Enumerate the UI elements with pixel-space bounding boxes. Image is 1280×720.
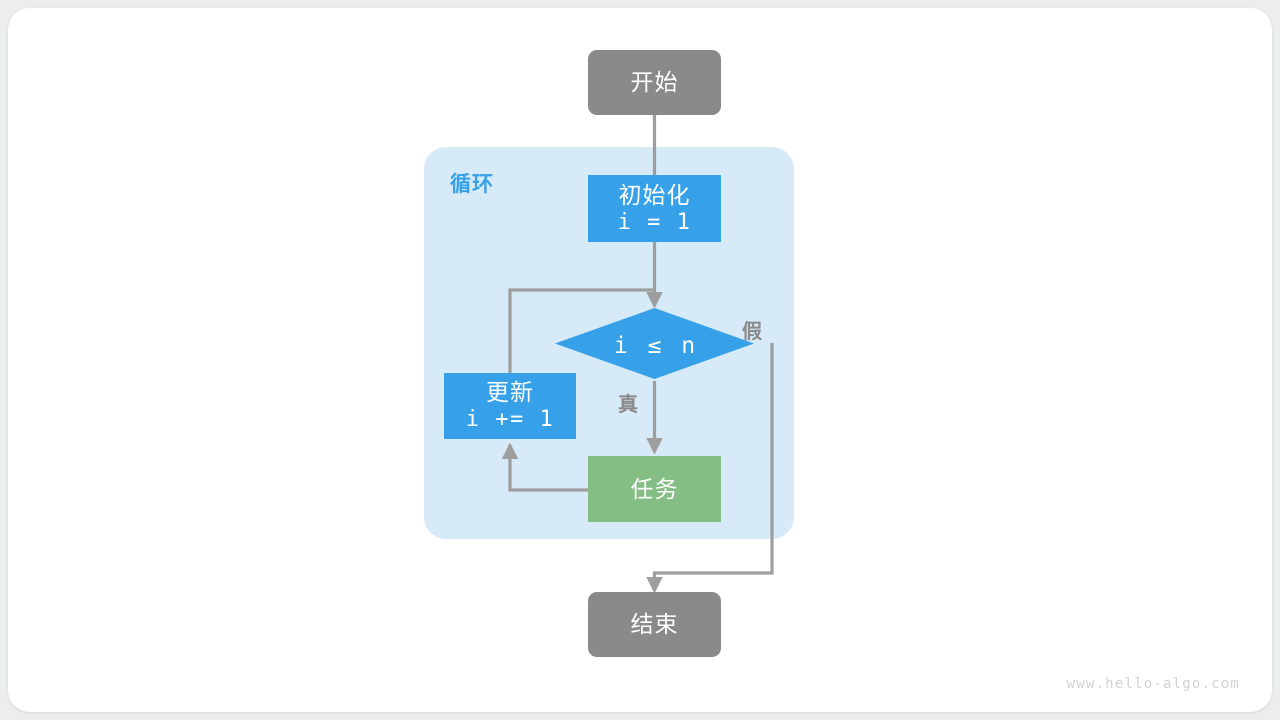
loop-group-label: 循环 [450, 173, 494, 196]
edge-update-to-condition [508, 288, 655, 373]
node-update[interactable]: 更新 i += 1 [444, 373, 576, 439]
edge-task-to-update [501, 442, 588, 492]
node-update-code: i += 1 [465, 407, 555, 433]
node-start-label: 开始 [630, 69, 679, 96]
node-init-label: 初始化 [618, 181, 691, 208]
edge-condition-false-to-end [646, 343, 774, 594]
node-init[interactable]: 初始化 i = 1 [588, 175, 721, 242]
edge-label-false: 假 [742, 321, 763, 343]
watermark: www.hello-algo.com [1066, 676, 1240, 692]
edge-label-true: 真 [618, 394, 639, 416]
node-init-code: i = 1 [617, 209, 692, 235]
node-start[interactable]: 开始 [588, 50, 721, 115]
node-condition-diamond [555, 308, 754, 379]
node-task-label: 任务 [630, 475, 679, 502]
node-update-label: 更新 [486, 379, 534, 406]
node-end[interactable]: 结束 [588, 592, 721, 657]
node-task[interactable]: 任务 [588, 456, 721, 522]
node-end-label: 结束 [630, 611, 679, 638]
